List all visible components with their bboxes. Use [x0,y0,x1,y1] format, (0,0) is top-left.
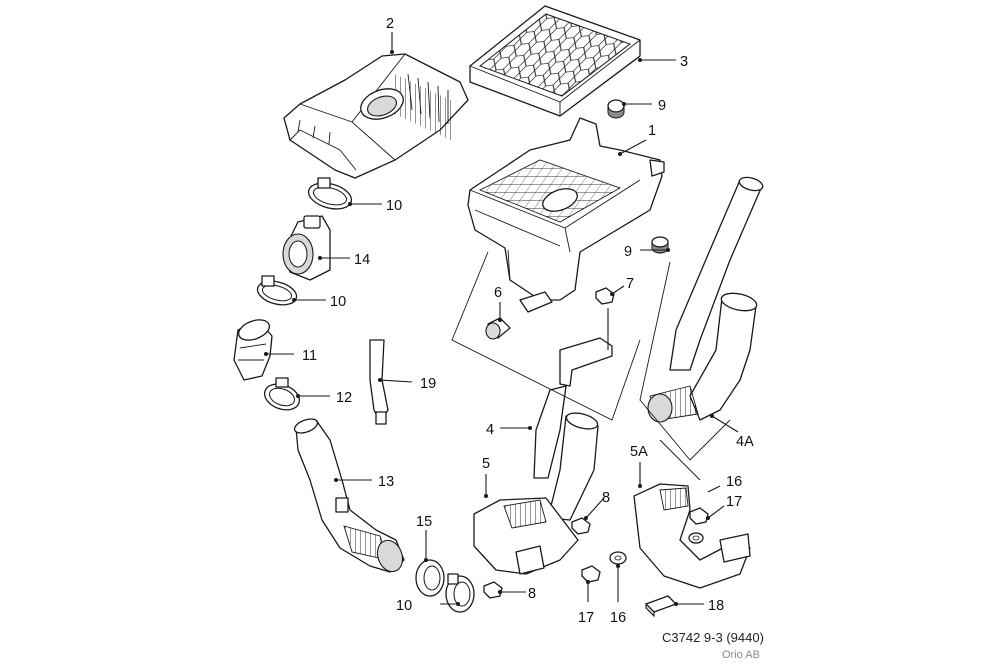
resonator [473,497,579,575]
outlet-pipe-4a [647,176,764,423]
pipe-coupling [415,559,445,597]
callout-5: 5 [482,456,490,472]
callout-16-upper: 16 [726,474,742,490]
hose-clamp-upper [307,177,353,210]
washer-5a-upper [688,532,704,544]
callout-3: 3 [680,54,688,70]
callout-16-lower: 16 [610,610,626,626]
hose-clamp-bottom [445,573,475,613]
callout-4: 4 [486,422,494,438]
callout-7: 7 [626,276,634,292]
leader-dots [264,50,714,606]
callout-labels: 2 3 9 1 10 14 9 10 7 6 11 19 12 4 4A 5 5… [302,16,754,626]
callout-9-upper: 9 [658,98,666,114]
callout-19: 19 [420,376,436,392]
assembly-guide-lines [451,251,731,481]
nut-upper [595,287,615,305]
callout-9-lower: 9 [624,244,632,260]
diagram-caption: C3742 9-3 (9440) [662,630,764,645]
callout-17-lower: 17 [578,610,594,626]
callout-10-bottom: 10 [396,598,412,614]
callout-6: 6 [494,285,502,301]
callout-14: 14 [354,252,370,268]
leader-lines [266,32,739,605]
callout-12: 12 [336,390,352,406]
washer-5a-lower [609,551,627,565]
hose-clamp-middle [256,275,298,306]
callout-17-upper: 17 [726,494,742,510]
breather-hose [369,339,389,425]
callout-4a: 4A [736,434,754,450]
air-cleaner-cover [283,53,469,179]
callout-13: 13 [378,474,394,490]
bellows-hose [233,319,273,381]
grommet-upper [607,99,625,119]
callout-11: 11 [302,348,317,364]
intake-pipe [293,418,405,573]
hose-clamp-lower [263,377,301,411]
resonator-5a [633,483,751,589]
callout-8-lower: 8 [528,586,536,602]
nut-resonator-upper [571,517,591,535]
grommet-lower [651,236,669,254]
nut-resonator-lower [483,581,503,599]
callout-1: 1 [648,123,656,139]
nut-5a-lower [581,565,601,583]
callout-15: 15 [416,514,432,530]
air-cleaner-housing [467,117,665,313]
housing-bracket [559,337,613,387]
callout-8-upper: 8 [602,490,610,506]
callout-10-middle: 10 [330,294,346,310]
callout-10-upper: 10 [386,198,402,214]
air-filter-element [469,5,641,117]
foam-pad [645,595,677,618]
rubber-mount [485,317,511,340]
outlet-pipe [533,385,599,521]
callout-5a: 5A [630,444,648,460]
air-mass-meter [282,215,331,281]
nut-5a-upper [689,507,709,525]
copyright-text: Orio AB [722,649,760,661]
callout-18: 18 [708,598,724,614]
callout-2: 2 [386,16,394,32]
